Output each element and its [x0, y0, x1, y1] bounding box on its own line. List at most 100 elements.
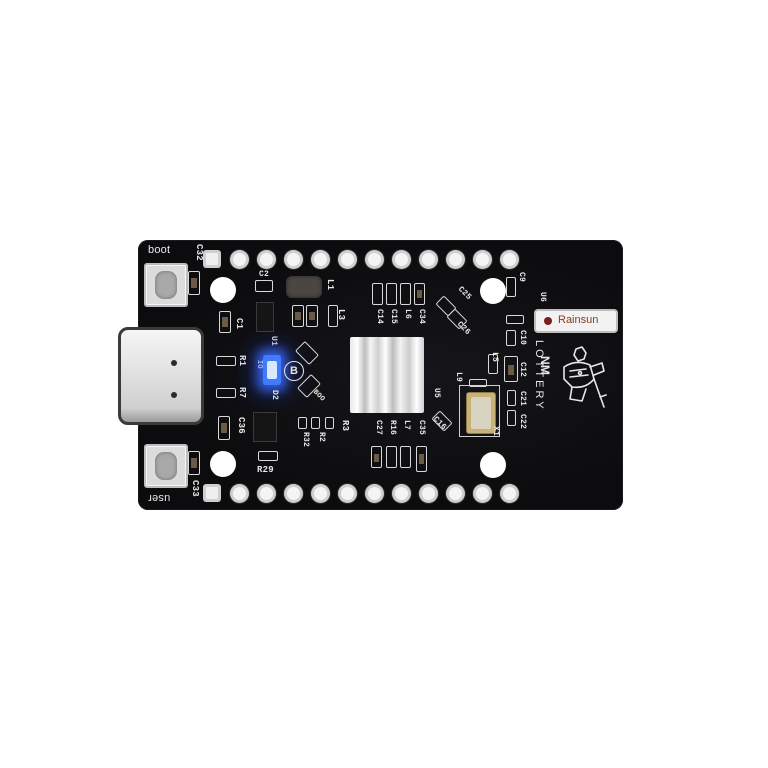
label-r29: R29	[257, 465, 274, 475]
pin-pad	[368, 253, 381, 266]
knight-mascot-icon	[563, 346, 607, 408]
capacitor-c35	[416, 446, 427, 472]
label-c1: C1	[234, 318, 244, 330]
label-l1: L1	[325, 279, 335, 291]
label-c22: C22	[518, 414, 527, 430]
capacitor-c1	[219, 311, 231, 333]
label-r3: R3	[340, 420, 350, 432]
inductor-l9	[469, 379, 487, 387]
label-c27: C27	[374, 420, 383, 436]
mounting-hole	[480, 452, 506, 478]
component	[292, 305, 304, 327]
label-c15: C15	[389, 309, 398, 325]
pin-pad	[206, 487, 218, 499]
resistor-r16	[386, 446, 397, 468]
label-c2: C2	[259, 270, 270, 279]
pin-pad	[395, 253, 408, 266]
pin-pad	[476, 487, 489, 500]
label-c9: C9	[517, 272, 526, 283]
boot-label: boot	[148, 244, 171, 256]
inductor-l7	[400, 446, 411, 468]
label-l7: L7	[402, 420, 411, 431]
capacitor-c22	[507, 410, 516, 426]
inductor-l5	[488, 354, 498, 374]
label-c33: C33	[190, 480, 200, 497]
capacitor-c32	[188, 271, 200, 295]
connector-hole	[171, 392, 177, 398]
label-u1: U1	[269, 336, 278, 347]
blue-status-led	[263, 355, 281, 385]
pin-pad	[368, 487, 381, 500]
capacitor-c34	[414, 283, 425, 305]
pin-pad	[260, 253, 273, 266]
boot-button-cap[interactable]	[155, 271, 177, 299]
regulator-u1	[256, 302, 274, 332]
resistor	[298, 417, 307, 429]
user-button-cap[interactable]	[155, 452, 177, 480]
label-r2: R2	[317, 432, 326, 443]
capacitor-c15	[386, 283, 397, 305]
mounting-hole	[480, 278, 506, 304]
crystal-oscillator-x1	[466, 392, 496, 434]
pin-pad	[233, 253, 246, 266]
user-button[interactable]	[144, 444, 188, 488]
resistor-r7	[216, 388, 236, 398]
pin-pad	[449, 253, 462, 266]
ic-chip	[253, 412, 277, 442]
capacitor-c36	[218, 416, 230, 440]
capacitor-c33	[188, 451, 200, 475]
label-r7: R7	[237, 387, 247, 399]
pin-pad	[476, 253, 489, 266]
label-c34: C34	[417, 309, 426, 325]
pin-pad	[287, 487, 300, 500]
label-r16: R16	[388, 420, 397, 436]
capacitor-c9	[506, 277, 516, 297]
usb-c-connector	[118, 327, 204, 425]
label-c12: C12	[518, 362, 527, 378]
label-c10: C10	[518, 330, 527, 346]
capacitor-c2	[255, 280, 273, 292]
antenna-brand-label: Rainsun	[558, 314, 599, 326]
crystal-outline	[459, 385, 500, 437]
pin-pad	[503, 487, 516, 500]
resistor-r2	[311, 417, 320, 429]
pin-pad	[260, 487, 273, 500]
pin-pad	[341, 253, 354, 266]
inductor-l1	[286, 276, 322, 298]
capacitor-c14	[372, 283, 383, 305]
capacitor-c21	[507, 390, 516, 406]
label-c21: C21	[518, 391, 527, 407]
pin-pad	[503, 253, 516, 266]
chip-antenna-u6: Rainsun	[536, 311, 616, 331]
label-c32: C32	[194, 244, 204, 261]
pin-pad	[395, 487, 408, 500]
inductor-l6	[400, 283, 411, 305]
antenna-marker-dot	[544, 317, 552, 325]
pin-pad	[287, 253, 300, 266]
label-d2: D2	[270, 390, 279, 401]
label-r32: R32	[301, 432, 310, 448]
pin-pad	[449, 487, 462, 500]
label-l5: L5	[490, 352, 499, 363]
label-io: IO	[255, 360, 263, 369]
resistor-r3	[325, 417, 334, 429]
inductor-l4	[506, 315, 524, 324]
pin-pad	[314, 253, 327, 266]
rf-shield-module	[350, 337, 424, 413]
pin-pad	[314, 487, 327, 500]
pin-pad	[233, 487, 246, 500]
label-u5: U5	[432, 388, 441, 399]
label-c36: C36	[236, 417, 246, 434]
label-x1: X1	[491, 426, 500, 437]
label-u6: U6	[538, 292, 547, 303]
pin-pad	[422, 487, 435, 500]
b-logo-icon: B	[284, 361, 304, 381]
label-c35: C35	[417, 420, 426, 436]
capacitor-c27	[371, 446, 382, 468]
label-r1: R1	[237, 355, 247, 367]
resistor-r1	[216, 356, 236, 366]
boot-button[interactable]	[144, 263, 188, 307]
brand-name: LOTTERY	[533, 340, 545, 412]
capacitor-c10	[506, 330, 516, 346]
label-l3: L3	[336, 309, 346, 321]
